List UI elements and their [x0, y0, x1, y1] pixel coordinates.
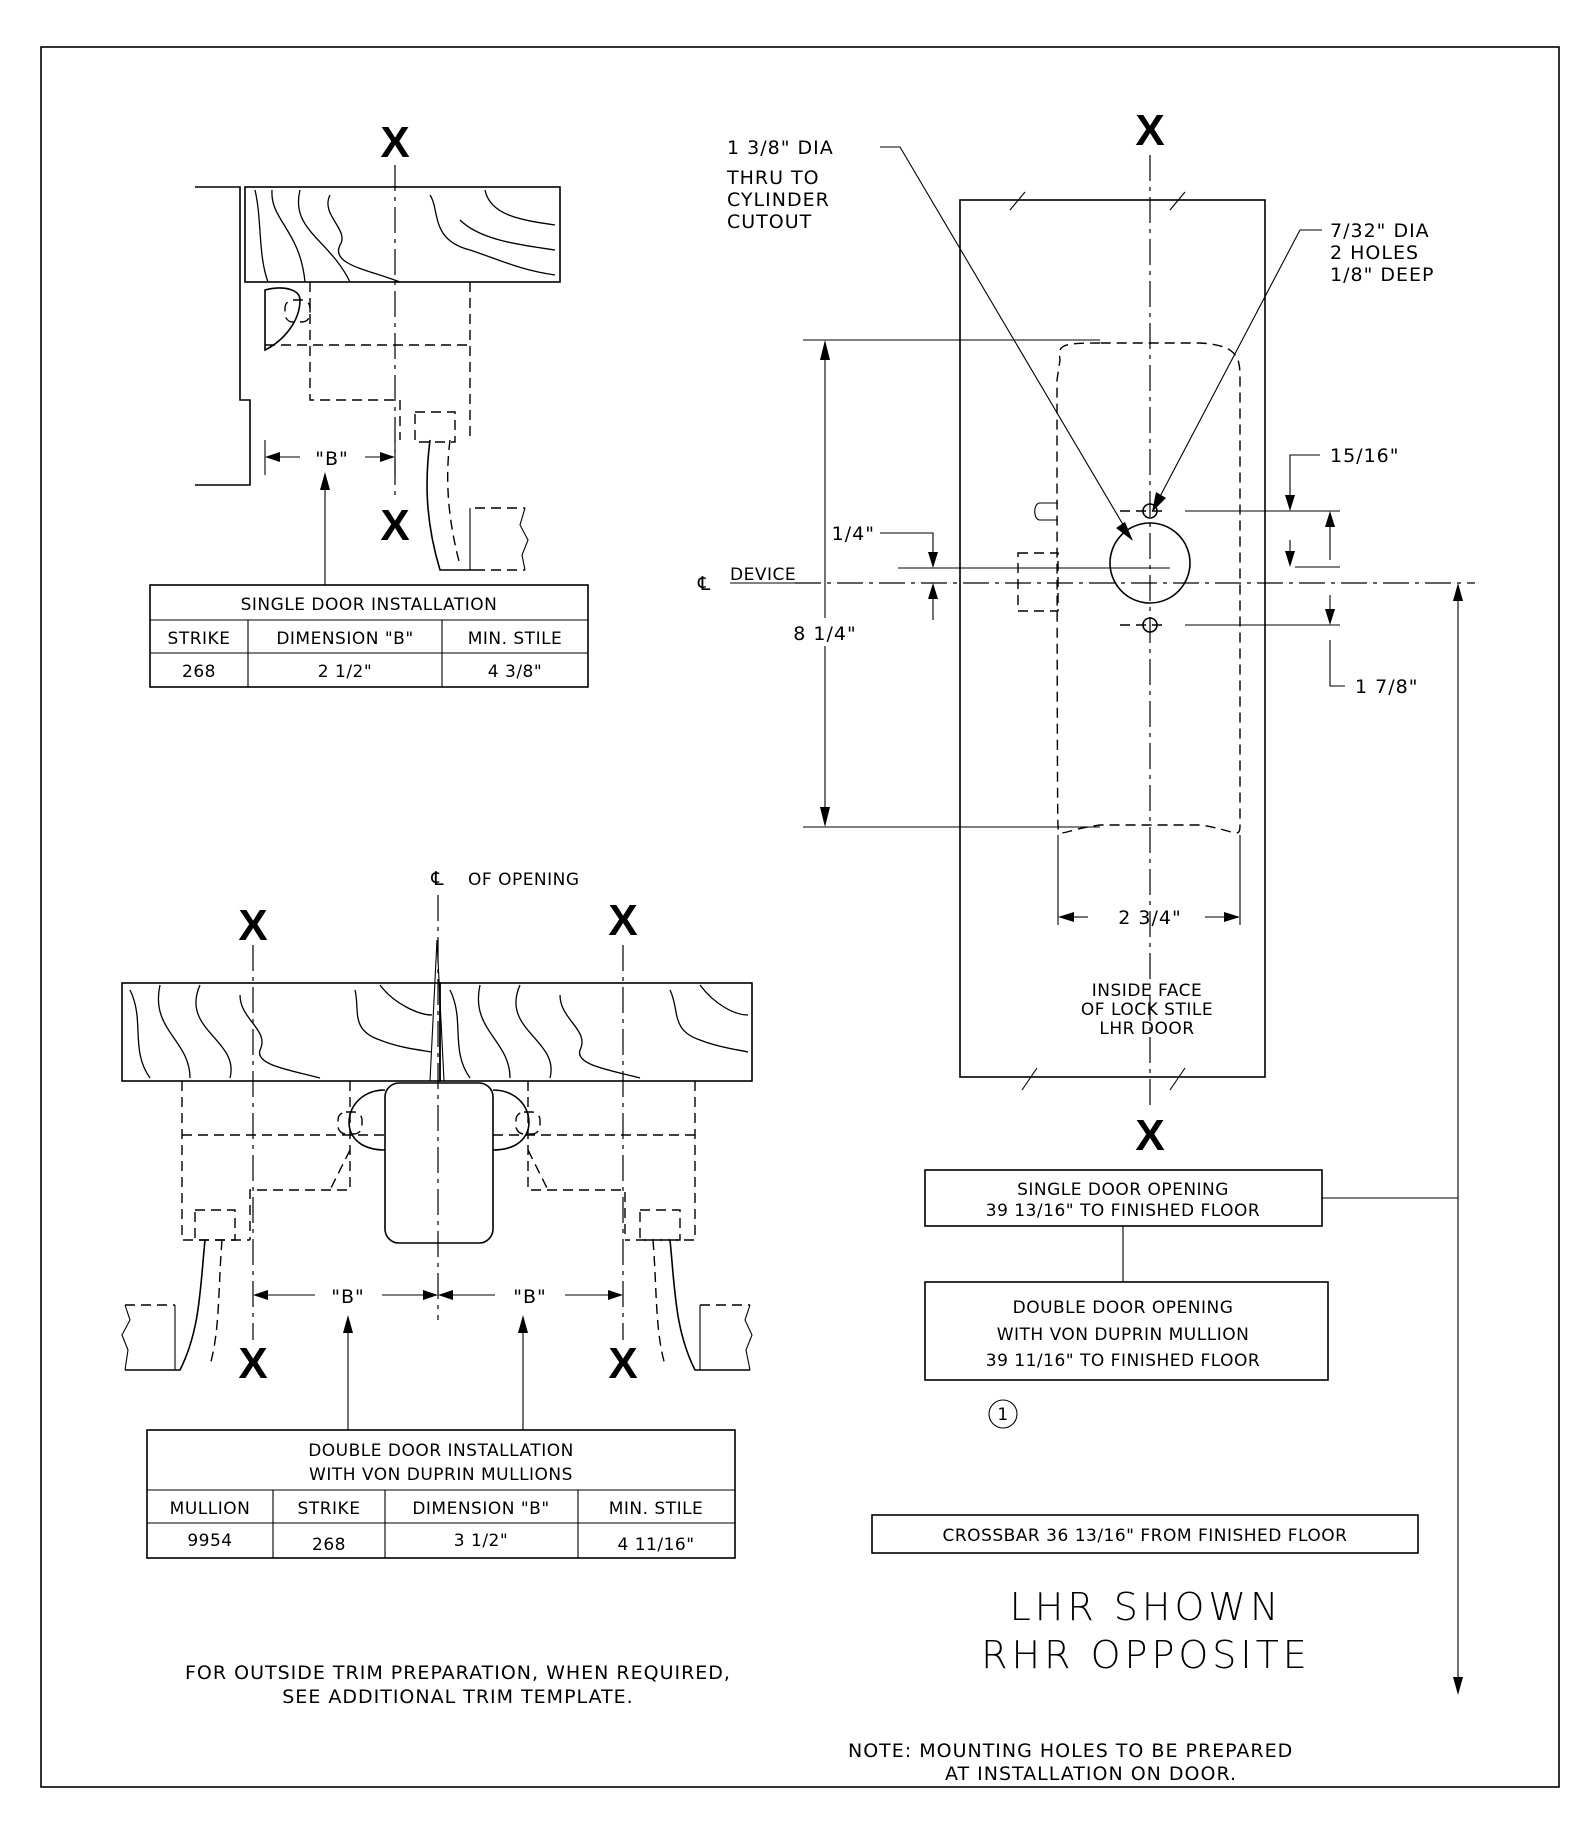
single-table-title: SINGLE DOOR INSTALLATION [241, 595, 498, 615]
double-table-header-strike: STRIKE [298, 1499, 361, 1519]
double-opening-line1: DOUBLE DOOR OPENING [1013, 1298, 1234, 1318]
double-table-cell-min-stile: 4 11/16" [617, 1535, 694, 1555]
hole-note-line1: 1 3/8" DIA [727, 137, 834, 159]
right-device-outline [493, 1081, 696, 1241]
double-door-section: ℄ OF OPENING X X X X [121, 868, 753, 1430]
note-circle-number: 1 [997, 1405, 1008, 1425]
center-line-symbol-device: ℄ [697, 573, 711, 595]
mounting-note-line2: AT INSTALLATION ON DOOR. [945, 1763, 1237, 1785]
hole-note-line4: CUTOUT [727, 211, 812, 233]
lock-stile-template: X X ℄ DEVICE 1 3/8" DIA THRU TO CYLINDER… [697, 106, 1475, 1695]
hole-note-line3: CYLINDER [727, 189, 830, 211]
latch-indicator [1034, 502, 1058, 521]
dimension-b-label: "B" [315, 448, 349, 470]
double-table-cell-strike: 268 [312, 1535, 346, 1555]
double-opening-line2: WITH VON DUPRIN MULLION [997, 1325, 1250, 1345]
right-latch [652, 1239, 753, 1371]
right-door-section [439, 982, 753, 1082]
left-device-outline [181, 1081, 385, 1241]
section-mark-right-top: X [608, 896, 637, 945]
double-table-title-line1: DOUBLE DOOR INSTALLATION [308, 1441, 574, 1461]
door-section [244, 186, 561, 283]
device-cutout [1056, 342, 1241, 834]
dimension-b-right-label: "B" [513, 1286, 547, 1308]
left-latch [121, 1239, 223, 1371]
stile-label-line1: INSIDE FACE [1092, 981, 1202, 1001]
small-holes-note-line1: 7/32" DIA [1330, 220, 1430, 242]
single-table-header-dimension: DIMENSION "B" [276, 629, 413, 649]
single-table-header-min-stile: MIN. STILE [468, 629, 563, 649]
wood-grain-double [129, 984, 749, 1079]
double-table-cell-mullion: 9954 [187, 1531, 232, 1551]
single-door-section: X X [195, 118, 561, 585]
device-outline [265, 282, 471, 443]
drawing-border [40, 46, 1560, 1788]
outside-trim-note-line1: FOR OUTSIDE TRIM PREPARATION, WHEN REQUI… [185, 1662, 731, 1684]
single-table-header-strike: STRIKE [168, 629, 231, 649]
single-table-cell-min-stile: 4 3/8" [488, 662, 542, 682]
crossbar-box: CROSSBAR 36 13/16" FROM FINISHED FLOOR [871, 1514, 1419, 1554]
mullion [384, 939, 494, 1244]
stile-label-line3: LHR DOOR [1099, 1019, 1194, 1039]
dimension-b-left-label: "B" [331, 1286, 365, 1308]
double-table-header-mullion: MULLION [170, 1499, 251, 1519]
device-label: DEVICE [730, 565, 796, 585]
stile-label-line2: OF LOCK STILE [1081, 1000, 1213, 1020]
cylinder-hole [1109, 522, 1191, 604]
mounting-note-line1: NOTE: MOUNTING HOLES TO BE PREPARED [848, 1740, 1293, 1762]
center-line-symbol-opening: ℄ [430, 868, 444, 890]
hand-note-line2: RHR OPPOSITE [981, 1633, 1311, 1677]
small-holes-note-line3: 1/8" DEEP [1330, 264, 1434, 286]
single-table-cell-strike: 268 [182, 662, 216, 682]
section-mark-stile-top: X [1135, 106, 1164, 155]
stile-outline [959, 199, 1266, 1078]
double-table-title-line2: WITH VON DUPRIN MULLIONS [309, 1465, 573, 1485]
double-table-cell-dimension: 3 1/2" [454, 1531, 508, 1551]
double-table-header-dimension: DIMENSION "B" [412, 1499, 549, 1519]
dim-8-1-4-label: 8 1/4" [793, 623, 856, 645]
latch-bolt [426, 439, 529, 571]
dim-15-16-label: 15/16" [1330, 445, 1400, 467]
single-door-table: SINGLE DOOR INSTALLATION STRIKE DIMENSIO… [149, 584, 589, 688]
crossbar-text: CROSSBAR 36 13/16" FROM FINISHED FLOOR [943, 1526, 1348, 1546]
section-mark-right-bottom: X [608, 1339, 637, 1388]
hole-note-line2: THRU TO [726, 167, 820, 189]
hand-note-line1: LHR SHOWN [1010, 1585, 1283, 1629]
single-opening-box: SINGLE DOOR OPENING 39 13/16" TO FINISHE… [924, 1169, 1323, 1282]
right-strike [492, 1089, 541, 1151]
note-circle [988, 1399, 1018, 1429]
small-holes-note-line2: 2 HOLES [1330, 242, 1419, 264]
single-table-cell-dimension: 2 1/2" [318, 662, 372, 682]
section-mark-stile-bottom: X [1135, 1111, 1164, 1160]
dim-1-4-label: 1/4" [832, 523, 875, 545]
strike [264, 287, 311, 352]
double-door-table: DOUBLE DOOR INSTALLATION WITH VON DUPRIN… [146, 1429, 736, 1559]
wood-grain [254, 189, 556, 283]
of-opening-label: OF OPENING [468, 870, 580, 890]
hole-note-leader [880, 146, 1129, 534]
section-mark-left-bottom: X [238, 1339, 267, 1388]
single-opening-line1: SINGLE DOOR OPENING [1017, 1180, 1229, 1200]
dim-2-3-4-label: 2 3/4" [1118, 907, 1181, 929]
single-opening-line2: 39 13/16" TO FINISHED FLOOR [986, 1201, 1260, 1221]
dim-1-7-8-label: 1 7/8" [1355, 676, 1418, 698]
section-mark-left-top: X [238, 901, 267, 950]
small-holes-leader [1154, 229, 1322, 507]
left-strike [337, 1089, 386, 1151]
dimension-b-double: "B" "B" [253, 1286, 623, 1430]
double-opening-line3: 39 11/16" TO FINISHED FLOOR [986, 1351, 1260, 1371]
section-mark-top: X [380, 118, 409, 167]
double-opening-box: DOUBLE DOOR OPENING WITH VON DUPRIN MULL… [924, 1281, 1329, 1381]
section-mark-bottom: X [380, 501, 409, 550]
frame-profile [195, 186, 251, 486]
latch-pocket [1017, 552, 1059, 612]
outside-trim-note-line2: SEE ADDITIONAL TRIM TEMPLATE. [282, 1686, 633, 1708]
double-table-header-min-stile: MIN. STILE [609, 1499, 704, 1519]
dimension-b-top: "B" [264, 440, 396, 585]
